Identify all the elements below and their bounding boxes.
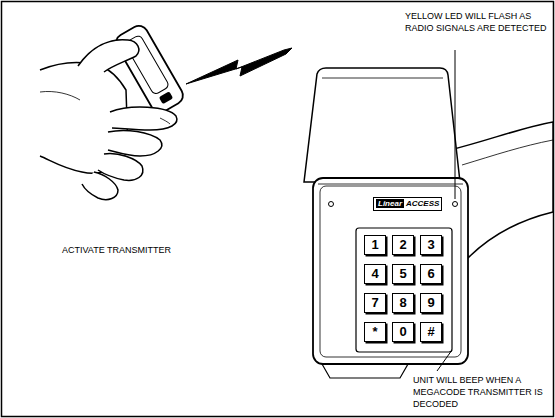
callout-note: YELLOW LED WILL FLASH AS RADIO SIGNALS A… — [405, 10, 550, 34]
brand-name: Linear — [376, 199, 404, 208]
hood-edge — [322, 78, 443, 79]
caption-note: ACTIVATE TRANSMITTER — [62, 244, 202, 256]
radio-signal-bolt — [186, 48, 292, 84]
unit-face-inner — [320, 186, 461, 357]
keypad-frame — [356, 228, 452, 352]
unit-base-lip — [322, 364, 408, 378]
leader-line — [437, 350, 452, 371]
brand-name: 4 — [371, 266, 378, 281]
hand-crease — [40, 91, 80, 100]
keypad-key: 2 — [392, 235, 414, 255]
brand-subname: ACCESS — [404, 199, 439, 208]
finger — [110, 107, 177, 130]
unit-hood — [304, 68, 460, 182]
thumb — [78, 40, 139, 72]
brand-name: 1 — [371, 237, 378, 252]
brand-name: 0 — [399, 324, 406, 339]
finger — [108, 130, 162, 156]
face-bevel — [318, 184, 463, 185]
brand-name: 8 — [399, 295, 406, 310]
brand-name: 9 — [427, 295, 434, 310]
fingernail — [160, 118, 170, 124]
keypad-key: # — [420, 322, 442, 342]
keypad-key: 1 — [364, 235, 386, 255]
callout-note: UNIT WILL BEEP WHEN A MEGACODE TRANSMITT… — [413, 374, 550, 410]
brand-name: * — [372, 324, 377, 339]
brand-logo: LinearACCESS — [373, 197, 442, 211]
keypad-key: 8 — [392, 293, 414, 313]
brand-name: 3 — [427, 237, 434, 252]
leader-line — [455, 50, 456, 199]
brand-name: 6 — [427, 266, 434, 281]
yellow-led — [453, 202, 458, 207]
post-highlight — [462, 140, 553, 165]
brand-name: # — [427, 324, 434, 339]
keypad-key: 9 — [420, 293, 442, 313]
keypad-key: 0 — [392, 322, 414, 342]
keypad-key: 5 — [392, 264, 414, 284]
brand-name: 5 — [399, 266, 406, 281]
keypad-key: 6 — [420, 264, 442, 284]
keypad-key: 4 — [364, 264, 386, 284]
finger — [82, 172, 118, 200]
led — [329, 202, 334, 207]
keypad-key: * — [364, 322, 386, 342]
keypad-key: 3 — [420, 235, 442, 255]
transmitter — [113, 23, 186, 116]
keypad-key: 7 — [364, 293, 386, 313]
brand-name: 7 — [371, 295, 378, 310]
unit-face — [313, 178, 468, 364]
brand-name: 2 — [399, 237, 406, 252]
